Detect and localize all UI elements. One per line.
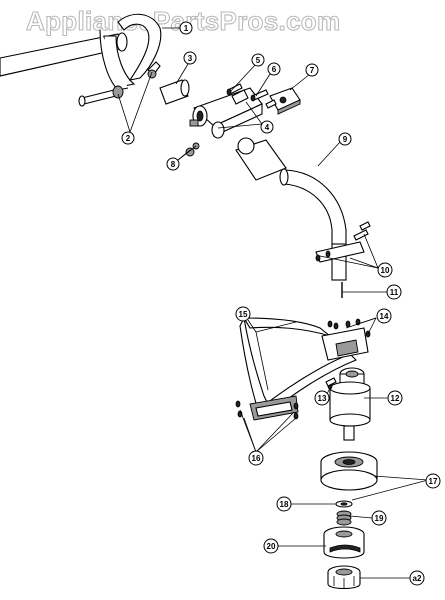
callout-label: 16 [252,454,261,463]
part-10-shaft-clamp [315,221,371,281]
part-9-curved-shaft [279,168,347,245]
part-16-blade-bracket [235,395,299,421]
part-2-screw-wingnut [78,61,161,107]
part-18-washer [335,500,353,508]
callout-label: 3 [188,54,193,63]
part-3-tube [159,79,190,105]
callout-17: 17 [425,473,441,489]
part-7-knob [265,87,301,115]
callout-2: 2 [121,131,135,145]
callout-label: 1 [184,24,189,33]
callout-20: 20 [263,538,279,554]
callout-12: 12 [387,390,403,406]
callout-label: 5 [256,56,261,65]
callout-label: 4 [265,123,270,132]
callout-3: 3 [183,51,197,65]
callout-10: 10 [377,262,393,278]
leader-lines [117,27,429,579]
callout-15: 15 [235,306,251,322]
callout-label: 12 [391,394,400,403]
callout-14: 14 [376,308,392,324]
callout-7: 7 [305,63,319,77]
callout-13: 13 [314,390,330,406]
part-a2-bump-knob [327,565,361,590]
callout-label: 10 [381,266,390,275]
callout-label: 14 [380,312,389,321]
sleeve-tube [235,137,287,181]
callout-label: 17 [429,477,438,486]
callout-a2: a2 [409,570,425,586]
callout-5: 5 [251,53,265,67]
callout-6: 6 [267,62,281,76]
callout-label: 8 [171,160,176,169]
callout-label: 19 [375,514,384,523]
callout-18: 18 [276,496,292,512]
part-6-screw [250,89,269,102]
part-17-spool-housing [320,451,378,491]
callout-label: 11 [390,288,399,297]
part-1-handle [0,13,162,91]
part-19-spring [336,510,352,526]
callout-label: 6 [272,65,277,74]
callout-11: 11 [386,284,402,300]
callout-label: 20 [267,542,276,551]
callout-label: 13 [318,394,327,403]
watermark-text: AppliancePartsPros.com [26,6,340,36]
part-20-spool [323,526,365,559]
callout-label: 9 [343,135,348,144]
part-14-bracket [321,318,371,361]
part-8-nut [185,142,200,157]
callout-label: 15 [239,310,248,319]
callout-4: 4 [260,120,274,134]
callout-19: 19 [371,510,387,526]
callout-label: a2 [413,574,422,583]
callout-8: 8 [166,157,180,171]
callout-1: 1 [179,21,193,35]
callout-label: 2 [126,134,131,143]
callout-label: 7 [310,66,315,75]
callout-9: 9 [338,132,352,146]
part-13-screw [325,377,337,390]
part-4-clamp [189,87,263,139]
callout-label: 18 [280,500,289,509]
part-12-gear-head [329,367,371,441]
callout-16: 16 [248,450,264,466]
